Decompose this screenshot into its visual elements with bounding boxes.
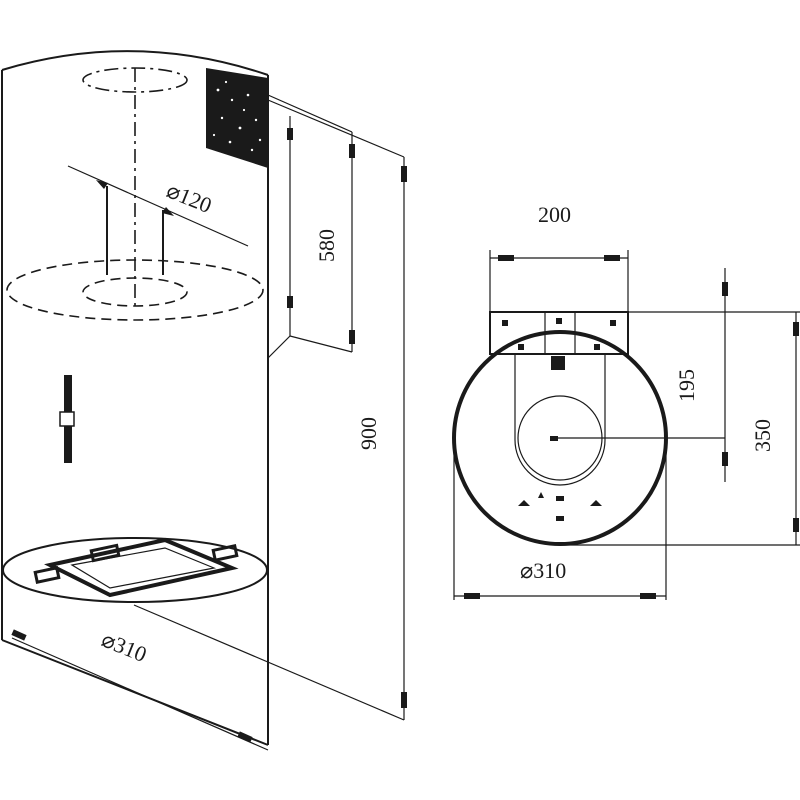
control-handle-knob [59,411,75,427]
dim-310-side-label: ⌀310 [98,626,150,667]
vent-speckles [212,80,262,152]
mid-outer-ellipse [6,259,264,321]
dim-580-label: 580 [314,229,339,262]
dim-310-top-label: ⌀310 [520,558,566,583]
top-view: 200 195 350 [452,202,800,600]
dim-200-label: 200 [538,202,571,227]
dim-diameter-120-line [67,165,249,247]
dim-580-ext-bottom2 [289,335,353,353]
filter-marks [518,492,602,521]
bottom-lamp-right [211,544,239,562]
mounting-plate-latch [551,356,565,370]
vent-window [206,68,268,168]
mounting-plate [489,311,629,355]
dim-diameter-120-arrow-left [96,180,108,189]
dim-350-label: 350 [750,419,775,452]
dim-580-ext-bottom [267,335,291,359]
bottom-lamp-top [89,543,121,563]
dim-580-ext-top [267,94,353,133]
dim-diameter-120-arrow-right [162,207,174,216]
bottom-ellipse [2,537,268,603]
cylinder-bottom-edge [1,639,269,746]
dim-900-ext-top [267,99,405,158]
cylinder-top-arc [1,50,269,76]
dim-310-side-line [11,637,269,751]
mid-inner-ellipse [82,277,188,307]
dim-900-ext-bottom [133,604,405,721]
bottom-lamp-left [33,566,61,584]
dim-195-label: 195 [674,369,699,402]
duct-channel [514,354,606,486]
dim-900-label: 900 [356,417,381,450]
filter-panel [44,537,239,598]
filter-panel-inner [70,547,217,589]
side-view: ⌀120 580 900 ⌀310 [1,50,407,751]
